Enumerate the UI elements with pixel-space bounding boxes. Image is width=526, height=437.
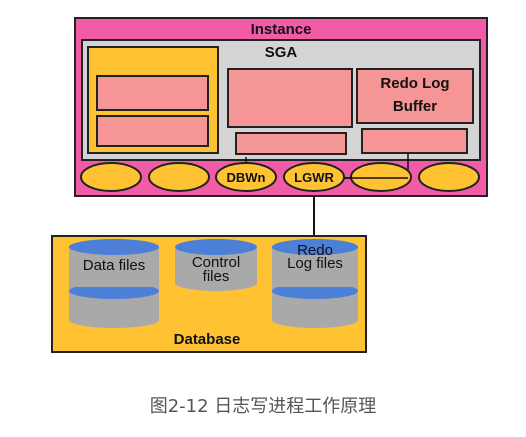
redo-buffer-label-line2: Buffer (393, 98, 437, 115)
data-files-cylinder (69, 239, 159, 328)
data-files-label: Data files (83, 257, 146, 274)
process-dbwn-label: DBWn (227, 170, 266, 185)
figure-caption: 图2-12 日志写进程工作原理 (149, 396, 377, 417)
database-label: Database (174, 331, 241, 348)
redo-log-files-label-line1: Redo (297, 242, 333, 259)
process-oval-dbwn (215, 162, 277, 192)
instance-label: Instance (251, 21, 312, 38)
control-files-label-line2: files (203, 268, 230, 285)
memory-block-upper (96, 75, 209, 111)
process-oval-6 (418, 162, 480, 192)
redo-buffer-small-box (361, 128, 468, 154)
process-oval-1 (80, 162, 142, 192)
sga-label: SGA (265, 44, 298, 61)
redo-log-files-cylinder (272, 239, 358, 328)
process-oval-5 (350, 162, 412, 192)
process-lgwr-label: LGWR (294, 170, 334, 185)
redo-buffer-label-line1: Redo Log (380, 75, 449, 92)
redo-log-files-label-line2: Log files (287, 255, 343, 272)
buffer-cache-box (227, 68, 353, 128)
buffer-cache-small-box (235, 132, 347, 155)
process-oval-lgwr (283, 162, 345, 192)
process-oval-2 (148, 162, 210, 192)
control-files-cylinder (175, 239, 257, 291)
memory-block-lower (96, 115, 209, 147)
control-files-label-line1: Control (192, 254, 240, 271)
redo-log-buffer-box (356, 68, 474, 124)
